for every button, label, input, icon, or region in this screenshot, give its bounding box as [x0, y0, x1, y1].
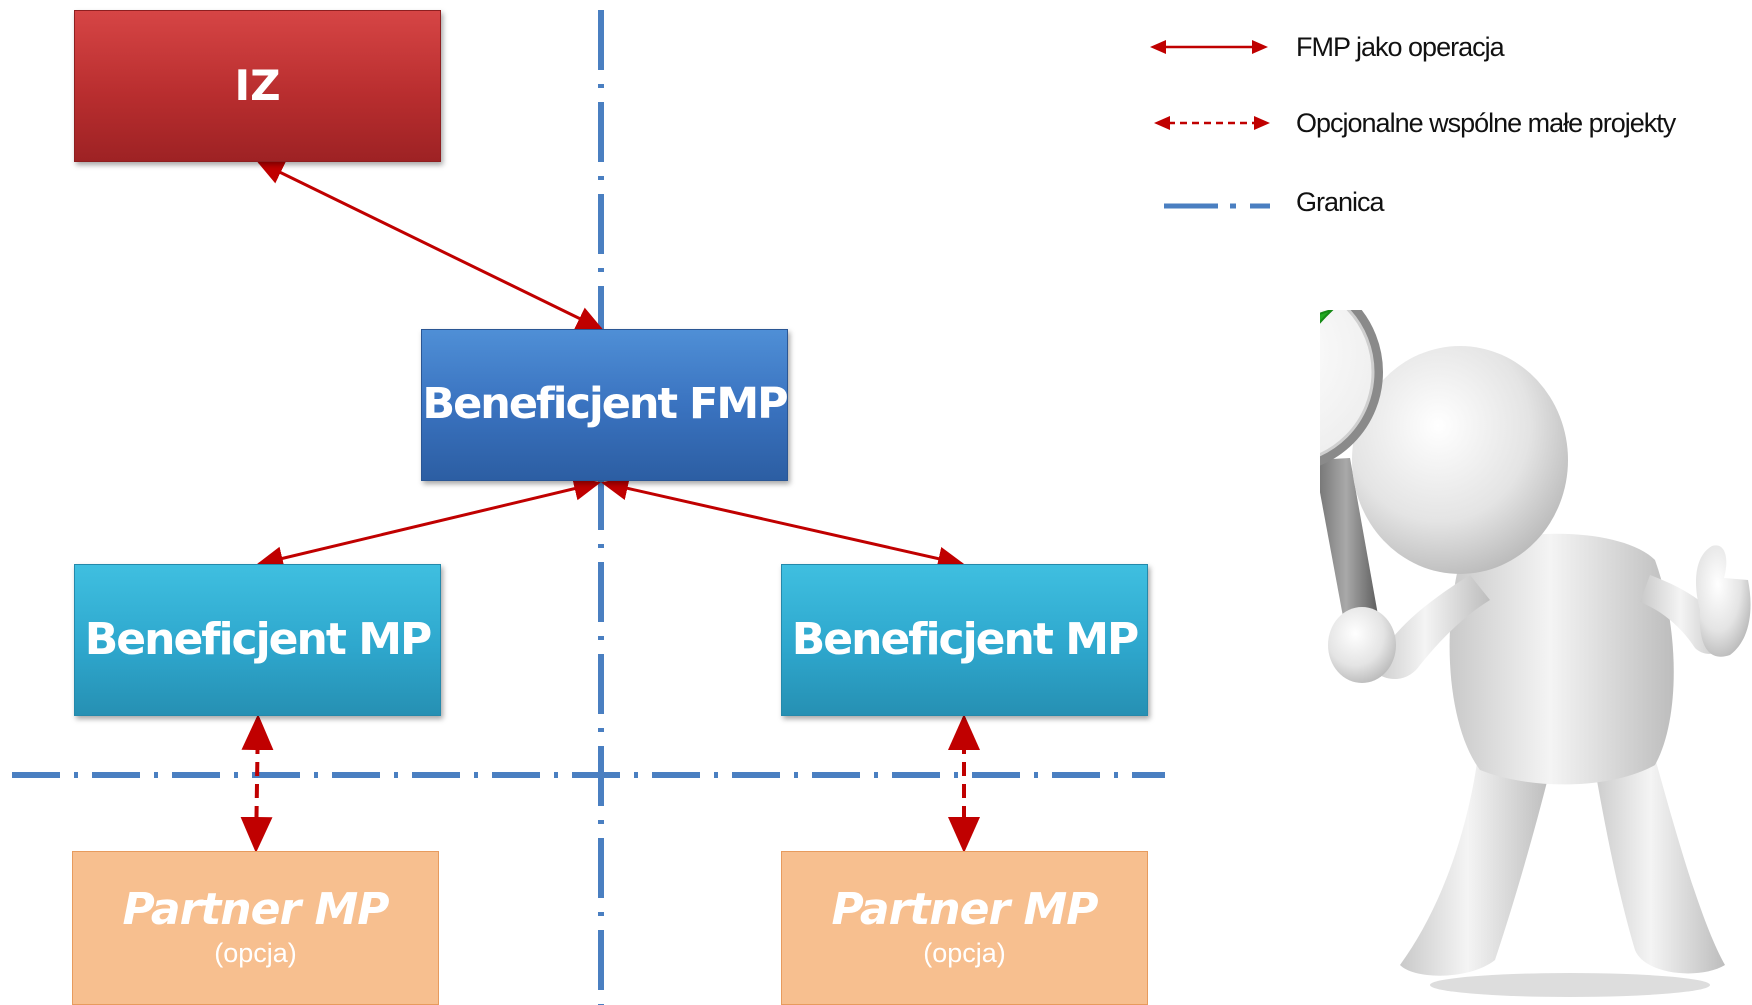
node-beneficjent-fmp-label: Beneficjent FMP — [422, 379, 788, 430]
arrow-mp-left-partner — [240, 714, 274, 853]
arrow-iz-fmp — [256, 160, 604, 331]
node-beneficjent-mp-left-label: Beneficjent MP — [84, 613, 432, 665]
legend-label-solid-arrow: FMP jako operacja — [1296, 31, 1505, 62]
node-iz-label: IZ — [234, 60, 281, 110]
node-partner-mp-right-sublabel: (opcja) — [923, 937, 1006, 968]
person-with-magnifier-checkmark-icon — [1320, 310, 1751, 997]
node-iz: IZ — [74, 10, 441, 162]
arrow-fmp-mp-right — [601, 476, 965, 571]
node-partner-mp-right-label: Partner MP — [831, 883, 1098, 935]
node-beneficjent-mp-right: Beneficjent MP — [781, 564, 1148, 716]
solid-double-arrow-icon — [1150, 40, 1268, 54]
node-beneficjent-fmp: Beneficjent FMP — [421, 329, 789, 481]
legend-label-dashed-arrow: Opcjonalne wspólne małe projekty — [1296, 107, 1676, 138]
node-beneficjent-mp-right-label: Beneficjent MP — [791, 613, 1139, 665]
dash-dot-line-icon — [1164, 203, 1270, 209]
node-partner-mp-left-sublabel: (opcja) — [214, 937, 297, 968]
node-partner-mp-right: Partner MP (opcja) — [781, 851, 1148, 1005]
node-beneficjent-mp-left: Beneficjent MP — [74, 564, 441, 716]
legend-label-border-line: Granica — [1296, 186, 1385, 217]
node-partner-mp-left-label: Partner MP — [122, 883, 389, 935]
dashed-double-arrow-icon — [1154, 116, 1270, 130]
node-partner-mp-left: Partner MP (opcja) — [72, 851, 439, 1005]
arrow-fmp-mp-left — [256, 476, 601, 571]
